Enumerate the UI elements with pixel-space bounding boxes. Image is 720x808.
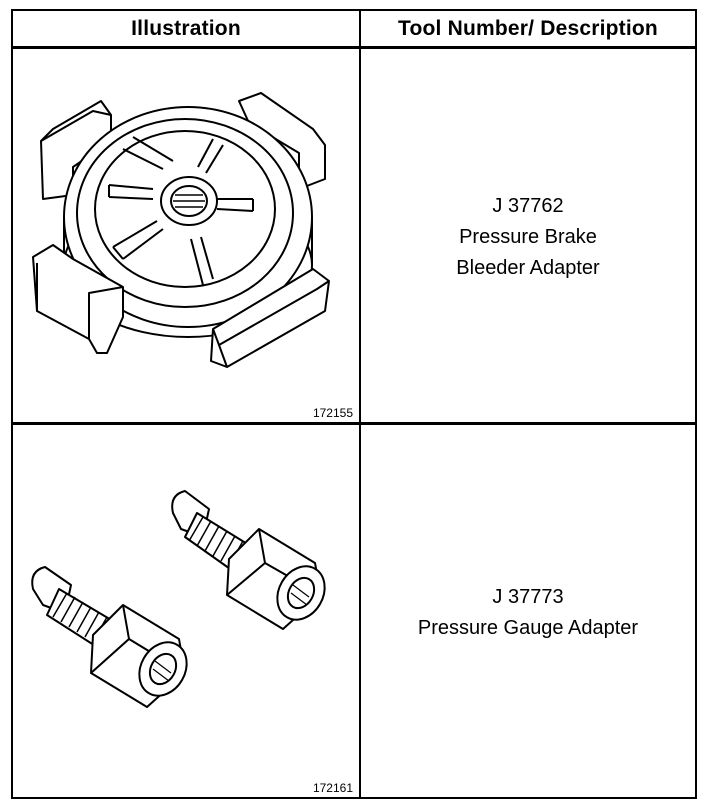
brake-bleeder-adapter-illustration — [32, 92, 330, 368]
pressure-gauge-adapter-illustration — [31, 490, 326, 708]
lower-adapter — [31, 566, 188, 708]
row-1-illustration-cell: 172155 — [13, 49, 359, 422]
header-divider — [13, 46, 695, 49]
tool-table: Illustration Tool Number/ Description — [11, 9, 697, 799]
header-tool-description: Tool Number/ Description — [398, 16, 658, 40]
tool-number: J 37762 — [492, 195, 564, 217]
tool-description: Pressure Gauge Adapter — [417, 617, 639, 639]
row-2-illustration-cell: 172161 — [13, 425, 359, 797]
row-divider — [13, 422, 695, 425]
row-2-description-cell: J 37773 Pressure Gauge Adapter — [361, 425, 695, 797]
upper-adapter — [171, 490, 326, 630]
tool-number: J 37773 — [492, 586, 564, 608]
header-illustration: Illustration — [131, 16, 241, 40]
figure-number: 172161 — [312, 781, 353, 795]
row-1-description-cell: J 37762 Pressure Brake Bleeder Adapter — [361, 49, 695, 422]
figure-number: 172155 — [312, 406, 353, 420]
tool-description: Pressure Brake Bleeder Adapter — [456, 226, 600, 279]
column-divider — [359, 11, 361, 797]
